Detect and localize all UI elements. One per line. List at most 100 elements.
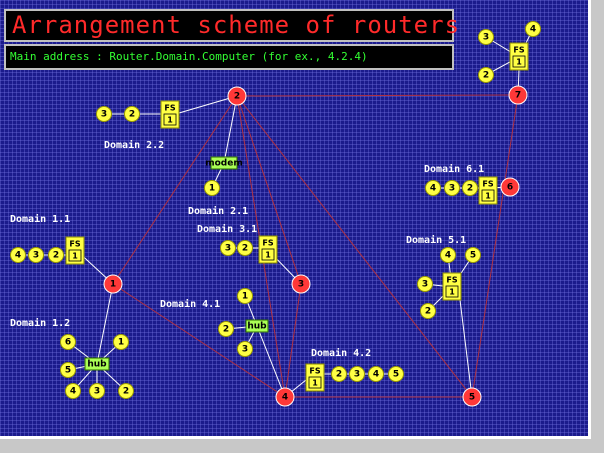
d42-server-num-label: 1 (312, 379, 318, 388)
router-label-4: 4 (282, 393, 288, 403)
d12-computer-1 (113, 334, 129, 350)
d61-server-num-label: 1 (485, 192, 491, 201)
link-d51-router5 (459, 299, 473, 398)
d12-computer-1-label: 1 (118, 338, 124, 348)
link-hub41-router4 (256, 325, 286, 398)
d51-computer-4-label: 4 (445, 251, 451, 261)
router-link-2-5 (236, 95, 473, 398)
d42-server-inner (308, 376, 322, 389)
domain-4-1-label: Domain 4.1 (160, 298, 220, 310)
d12-computer-3 (89, 383, 105, 399)
d61-server-inner (481, 189, 495, 202)
d12-hub-label: hub (87, 360, 107, 370)
diagram-title: Arrangement scheme of routers (4, 9, 459, 42)
d12-computer-3-label: 3 (94, 387, 100, 397)
router-7 (508, 85, 528, 105)
d61-computer-2 (462, 180, 478, 196)
d11-computer-2 (48, 247, 64, 263)
d61-computer-4 (425, 180, 441, 196)
d11-computer-2-label: 2 (53, 251, 59, 261)
router-6 (500, 177, 520, 197)
d22-computer-3-label: 3 (101, 110, 107, 120)
d42-computer-3 (349, 366, 365, 382)
link-d22-router2 (178, 95, 238, 114)
router-label-2: 2 (234, 92, 240, 102)
d12-computer-4-label: 4 (70, 387, 76, 397)
d21-modem-label: modem (205, 159, 243, 169)
d41-computer-3-label: 3 (242, 345, 248, 355)
d12-computer-6-label: 6 (65, 338, 71, 348)
d41-computer-1-label: 1 (242, 292, 248, 302)
domain-2-2-label: Domain 2.2 (104, 139, 164, 151)
d12-computer-2 (118, 383, 134, 399)
d51-computer-5 (465, 247, 481, 263)
d7-server-fs-label: FS (513, 46, 524, 55)
domain-6-1-label: Domain 6.1 (424, 163, 484, 175)
d41-computer-3 (237, 341, 253, 357)
router-1 (103, 274, 123, 294)
d11-computer-4-label: 4 (15, 251, 21, 261)
d12-hub (84, 357, 110, 371)
d51-computer-3-label: 3 (422, 280, 428, 290)
router-link-3-4 (284, 283, 302, 398)
d42-computer-5-label: 5 (393, 370, 399, 380)
d31-server-num-label: 1 (265, 251, 271, 260)
router-link-2-3 (236, 95, 302, 285)
d22-computer-3 (96, 106, 112, 122)
d31-computer-2 (237, 240, 253, 256)
d11-computer-4 (10, 247, 26, 263)
domain-1-2-label: Domain 1.2 (10, 317, 70, 329)
d11-server-fs-label: FS (69, 240, 80, 249)
d22-computer-2-label: 2 (129, 110, 135, 120)
link-hub12-router1 (96, 283, 114, 365)
d22-server-inner (163, 113, 177, 126)
d12-computer-5 (60, 362, 76, 378)
d61-server-fs-label: FS (482, 180, 493, 189)
d12-computer-4 (65, 383, 81, 399)
router-3 (291, 274, 311, 294)
d41-computer-2-label: 2 (223, 325, 229, 335)
d21-computer-1-label: 1 (209, 184, 215, 194)
d21-modem (210, 156, 238, 170)
d42-server-fs-label: FS (309, 367, 320, 376)
d61-computer-4-label: 4 (430, 184, 436, 194)
d31-server-inner (261, 248, 275, 261)
router-label-6: 6 (507, 183, 513, 193)
d7-computer-2-label: 2 (483, 71, 489, 81)
d41-hub-label: hub (247, 322, 267, 332)
domain-5-1-label: Domain 5.1 (406, 234, 466, 246)
d31-computer-3 (220, 240, 236, 256)
router-4 (275, 387, 295, 407)
d42-computer-4-label: 4 (373, 370, 379, 380)
d51-computer-2-label: 2 (425, 307, 431, 317)
d11-computer-3 (28, 247, 44, 263)
d31-computer-3-label: 3 (225, 244, 231, 254)
d7-computer-3-label: 3 (483, 33, 489, 43)
d22-server-num-label: 1 (167, 116, 173, 125)
domain-3-1-label: Domain 3.1 (197, 223, 257, 235)
d7-computer-4-label: 4 (530, 25, 536, 35)
d51-computer-4 (440, 247, 456, 263)
d12-computer-2-label: 2 (123, 387, 129, 397)
d41-hub (245, 319, 269, 333)
d61-computer-3 (444, 180, 460, 196)
d11-server-num-label: 1 (72, 252, 78, 261)
d11-server-inner (68, 249, 82, 262)
d51-server-inner (445, 285, 459, 298)
router-2 (227, 86, 247, 106)
d42-computer-2 (331, 366, 347, 382)
d12-computer-5-label: 5 (65, 366, 71, 376)
router-link-1-2 (112, 95, 238, 285)
router-5 (462, 387, 482, 407)
router-link-1-4 (112, 283, 286, 398)
link-modem-router2 (223, 95, 238, 164)
d7-computer-4 (525, 21, 541, 37)
router-label-1: 1 (110, 280, 116, 290)
d7-computer-2 (478, 67, 494, 83)
d42-computer-2-label: 2 (336, 370, 342, 380)
d41-computer-2 (218, 321, 234, 337)
domain-4-2-label: Domain 4.2 (311, 347, 371, 359)
d7-computer-3 (478, 29, 494, 45)
d61-computer-3-label: 3 (449, 184, 455, 194)
